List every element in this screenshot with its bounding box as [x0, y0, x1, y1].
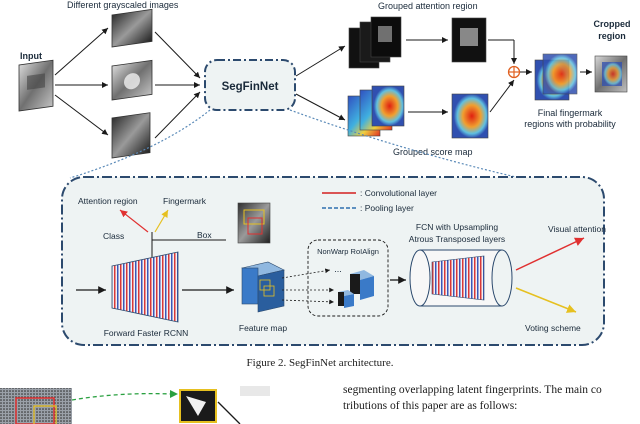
- score-stack: [347, 85, 405, 137]
- gray-image-1: [111, 8, 153, 48]
- roi-arrow-1: [281, 268, 331, 279]
- final-label-1: Final fingermark: [538, 108, 603, 118]
- arrow-visual-attention: [515, 237, 585, 271]
- arrow-input-gray3: [54, 94, 109, 136]
- roi-cube-small: [338, 290, 354, 308]
- arrow-score-up: [489, 79, 515, 113]
- rcnn-label: Forward Faster RCNN: [104, 328, 189, 338]
- attention-region-label: Attention region: [78, 196, 138, 206]
- roialign-label: NonWarp RoIAlign: [317, 247, 379, 256]
- fcn-label-1: FCN with Upsampling: [416, 222, 498, 232]
- figure-caption: Figure 2. SegFinNet architecture.: [246, 357, 394, 369]
- roialign-box: [307, 239, 389, 317]
- roi-arrow-3: [281, 299, 335, 305]
- arrow-center-attention: [295, 45, 346, 77]
- arrow-gray1-center: [154, 31, 201, 79]
- fragment-arrow: [71, 392, 173, 401]
- roi-cube-large: [350, 270, 374, 300]
- gray-image-2: [111, 59, 153, 101]
- legend-pool-label: : Pooling layer: [360, 203, 414, 213]
- segfinnet-box: [204, 59, 296, 111]
- final-regions: [534, 53, 578, 101]
- arrow-gray3-center: [154, 91, 201, 139]
- gray-label: Different grayscaled images: [67, 0, 179, 10]
- roialign-ellipsis: ...: [334, 264, 342, 274]
- final-label-2: regions with probability: [524, 119, 616, 129]
- arrow-center-score: [295, 93, 346, 121]
- architecture-figure: Input Different grayscaled images SegFin…: [18, 0, 631, 346]
- gray-image-3: [111, 112, 151, 159]
- grouped-score-label: Grouped score map: [393, 147, 473, 157]
- box-label: Box: [197, 230, 212, 240]
- bottom-figure-fragment: [0, 386, 270, 424]
- arrow-input-gray1: [54, 27, 109, 76]
- input-label: Input: [20, 51, 42, 61]
- visual-attention-label: Visual attention: [548, 224, 606, 234]
- legend-conv-label: : Convolutional layer: [360, 188, 437, 198]
- fcn-label-2: Atrous Transposed layers: [409, 234, 505, 244]
- feature-map-label: Feature map: [239, 323, 287, 333]
- grouped-attention-label: Grouped attention region: [378, 1, 478, 11]
- cropped-label-2: region: [598, 31, 626, 41]
- score-result: [451, 93, 489, 139]
- body-line-1: segmenting overlapping latent fingerprin…: [343, 384, 602, 396]
- zoom-line-right: [289, 109, 521, 179]
- class-label: Class: [103, 231, 124, 241]
- rcnn-block: [111, 251, 179, 323]
- arrow-voting-scheme: [515, 287, 577, 313]
- attention-stack: [348, 16, 402, 69]
- voting-scheme-label: Voting scheme: [525, 323, 581, 333]
- arrow-to-attention: [119, 209, 149, 233]
- body-line-2: tributions of this paper are as follows:: [343, 400, 518, 412]
- cropped-label-1: Cropped: [594, 19, 631, 29]
- arrow-to-fingermark: [154, 209, 169, 233]
- fcn-cylinder: [409, 249, 513, 307]
- cropped-region: [594, 55, 628, 93]
- input-image: [18, 59, 54, 112]
- box-image: [237, 202, 271, 244]
- fingermark-label: Fingermark: [163, 196, 207, 206]
- feature-map-block: [241, 261, 285, 313]
- segfinnet-label: SegFinNet: [222, 81, 279, 93]
- attention-result: [451, 17, 487, 63]
